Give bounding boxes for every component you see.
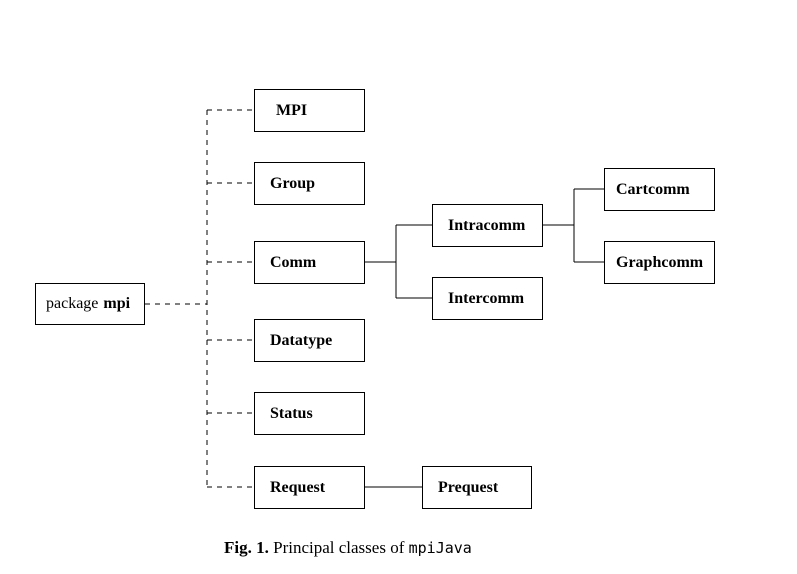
class-status-box: Status: [254, 392, 365, 435]
caption-label: Fig. 1.: [224, 538, 269, 557]
class-intracomm-box: Intracomm: [432, 204, 543, 247]
class-cartcomm-label: Cartcomm: [616, 180, 690, 198]
class-mpi-box: MPI: [254, 89, 365, 132]
class-intracomm-label: Intracomm: [448, 216, 526, 234]
package-name: mpi: [103, 295, 131, 312]
class-group-label: Group: [270, 174, 316, 192]
class-datatype-label: Datatype: [270, 331, 333, 349]
figure-caption: Fig. 1. Principal classes of mpiJava: [224, 538, 472, 558]
caption-text: Principal classes of: [273, 538, 405, 557]
class-comm-box: Comm: [254, 241, 365, 284]
class-intercomm-box: Intercomm: [432, 277, 543, 320]
class-intercomm-label: Intercomm: [448, 289, 525, 307]
class-prequest-box: Prequest: [422, 466, 532, 509]
class-comm-label: Comm: [270, 253, 317, 271]
package-keyword: package: [46, 295, 99, 312]
package-membership-connectors: [145, 109, 254, 488]
class-datatype-box: Datatype: [254, 319, 365, 362]
class-prequest-label: Prequest: [438, 478, 499, 496]
class-graphcomm-box: Graphcomm: [604, 241, 715, 284]
class-cartcomm-box: Cartcomm: [604, 168, 715, 211]
class-request-label: Request: [270, 478, 326, 496]
class-group-box: Group: [254, 162, 365, 205]
caption-code: mpiJava: [408, 539, 472, 557]
class-status-label: Status: [270, 404, 313, 422]
class-mpi-label: MPI: [276, 101, 308, 119]
class-request-box: Request: [254, 466, 365, 509]
package-mpi-box: package mpi: [35, 283, 145, 325]
inheritance-connectors: [364, 188, 604, 488]
class-graphcomm-label: Graphcomm: [616, 253, 704, 271]
